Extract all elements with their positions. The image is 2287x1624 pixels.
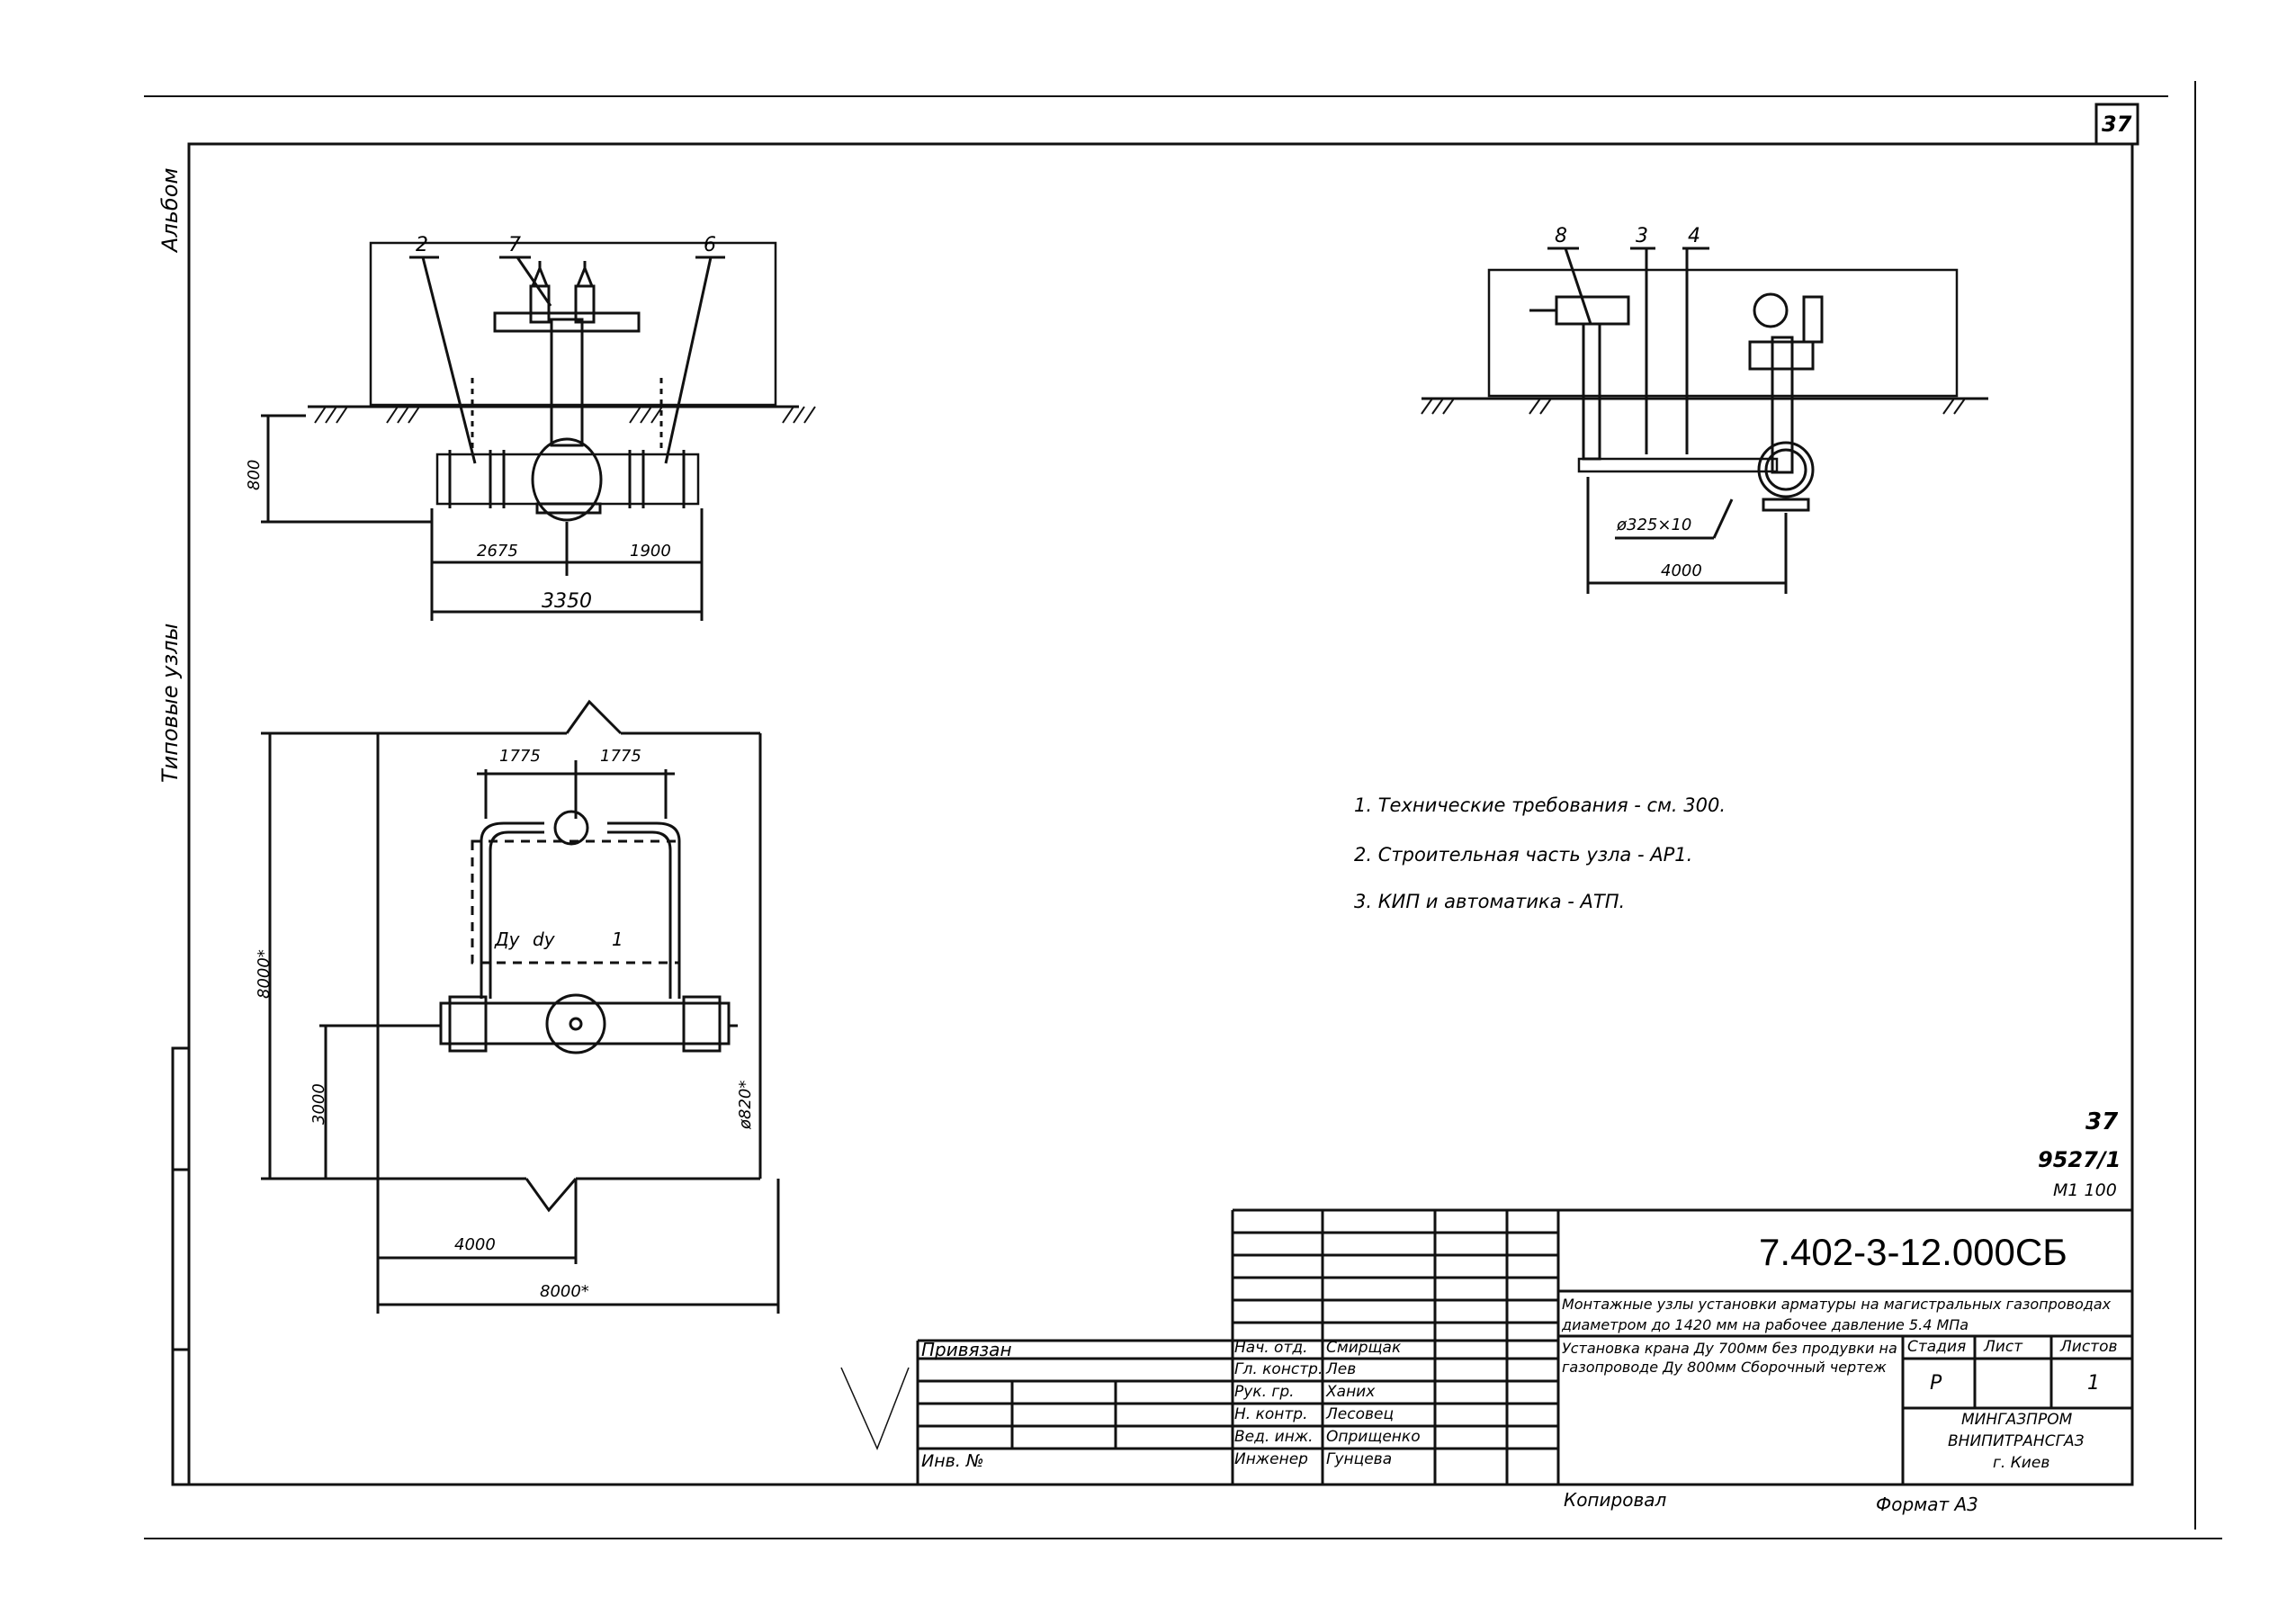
title-block-grid [916, 1208, 2132, 1485]
sheet-header: Лист [1984, 1338, 2023, 1356]
callout-4: 4 [1688, 225, 1700, 247]
org-line-2: ВНИПИТРАНСГАЗ [1948, 1432, 2085, 1450]
org-line-3: г. Киев [1993, 1454, 2050, 1472]
right-elevation-view [1421, 247, 1988, 594]
dim-3000: 3000 [309, 1083, 328, 1125]
dim-1900: 1900 [630, 542, 671, 561]
stamp-line-3: М1 100 [2053, 1180, 2117, 1200]
binding-strip [171, 1046, 191, 1486]
dim-diameter-820: ø820* [736, 1080, 755, 1129]
callout-3: 3 [1636, 225, 1648, 247]
org-line-1: МИНГАЗПРОМ [1961, 1411, 2073, 1429]
dim-1775-right: 1775 [600, 747, 641, 766]
role-2: Гл. констр. [1234, 1360, 1323, 1378]
note-2: 2. Строительная часть узла - АР1. [1354, 844, 1693, 866]
note-3: 3. КИП и автоматика - АТП. [1354, 891, 1626, 912]
dim-1775-left: 1775 [499, 747, 541, 766]
project-title: Монтажные узлы установки арматуры на маг… [1562, 1296, 2112, 1333]
document-code: 7.402-3-12.000СБ [1759, 1231, 2067, 1273]
dim-2675: 2675 [477, 542, 518, 561]
role-5: Вед. инж. [1234, 1428, 1314, 1446]
role-3: Рук. гр. [1234, 1383, 1295, 1401]
dim-8000-vertical: 8000* [255, 949, 274, 999]
name-4: Лесовец [1326, 1405, 1395, 1423]
footer-format: Формат А3 [1876, 1494, 1978, 1515]
label-1: 1 [612, 929, 623, 950]
dim-4000-right: 4000 [1661, 561, 1702, 580]
side-label-typical-nodes: Типовые узлы [157, 623, 183, 783]
stamp-line-2: 9527/1 [2038, 1147, 2121, 1172]
plan-view [261, 699, 780, 1314]
callout-2: 2 [416, 234, 428, 256]
stamp-line-1: 37 [2085, 1108, 2119, 1135]
note-1: 1. Технические требования - см. 300. [1354, 794, 1726, 816]
role-1: Нач. отд. [1234, 1339, 1308, 1357]
callout-8: 8 [1555, 225, 1567, 247]
sheets-value: 1 [2087, 1372, 2100, 1395]
page-number: 37 [2102, 112, 2132, 137]
role-4: Н. контр. [1234, 1405, 1308, 1423]
name-6: Гунцева [1326, 1450, 1393, 1468]
side-label-album: Альбом [157, 167, 183, 253]
name-5: Оприщенко [1326, 1428, 1421, 1446]
dim-pipe-diameter: ø325×10 [1617, 516, 1692, 534]
stage-header: Стадия [1907, 1338, 1967, 1356]
footer-copied: Копировал [1564, 1489, 1667, 1511]
name-1: Смирщак [1326, 1339, 1402, 1357]
dim-8000-horizontal: 8000* [540, 1282, 589, 1301]
name-2: Лев [1326, 1360, 1357, 1378]
dim-3350: 3350 [542, 590, 592, 613]
role-6: Инженер [1234, 1450, 1308, 1468]
left-elevation-view [261, 241, 816, 621]
name-3: Ханих [1326, 1383, 1376, 1401]
sheets-header: Листов [2060, 1338, 2118, 1356]
label-du: Ду [495, 929, 520, 950]
label-dy: dy [533, 929, 555, 950]
dim-800: 800 [245, 459, 264, 490]
bound-label: Привязан [921, 1339, 1012, 1360]
outer-frame [187, 142, 2134, 1486]
callout-6: 6 [704, 234, 716, 256]
sheet-title: Установка крана Ду 700мм без продувки на… [1562, 1340, 1897, 1376]
page-number-box [2094, 103, 2139, 146]
dim-4000-plan: 4000 [454, 1235, 496, 1254]
inventory-label: Инв. № [921, 1451, 984, 1471]
callout-7: 7 [508, 234, 521, 256]
stage-value: Р [1930, 1372, 1942, 1395]
hand-check-mark [840, 1367, 910, 1450]
